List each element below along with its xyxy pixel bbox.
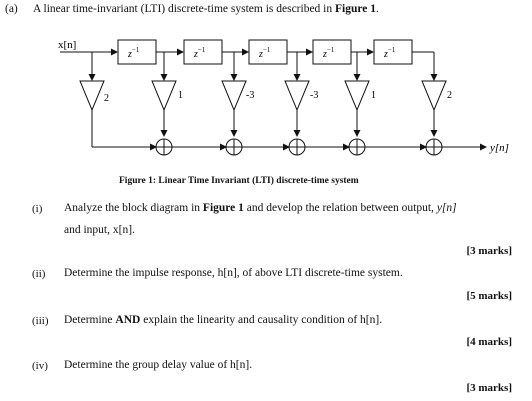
delay-label-3: z−1 xyxy=(258,46,271,60)
q2-num: (ii) xyxy=(32,268,46,280)
summer-2 xyxy=(225,138,243,156)
gain-triangle-5 xyxy=(344,80,370,112)
intro-text: A linear time-invariant (LTI) discrete-t… xyxy=(33,3,379,15)
q2-marks: [5 marks] xyxy=(466,290,512,302)
gain-triangle-1 xyxy=(79,80,105,112)
q3-text: Determine AND explain the linearity and … xyxy=(64,314,383,326)
figure-ref: Figure 1 xyxy=(335,3,376,15)
delay-label-2: z−1 xyxy=(193,46,206,60)
q4-marks: [3 marks] xyxy=(466,382,512,394)
coef-label-2: 1 xyxy=(178,90,183,101)
summer-4 xyxy=(348,138,366,156)
q1-text: Analyze the block diagram in Figure 1 an… xyxy=(64,202,457,214)
coef-label-4: -3 xyxy=(310,90,318,101)
summer-3 xyxy=(288,138,306,156)
coef-label-3: -3 xyxy=(246,90,254,101)
q3-marks: [4 marks] xyxy=(466,336,512,348)
output-label: y[n] xyxy=(489,142,509,154)
block-diagram: x[n] y[n] z−1 z−1 z−1 z−1 z−1 2 1 -3 -3 … xyxy=(58,39,509,156)
gain-triangle-3 xyxy=(221,80,247,112)
delay-label-4: z−1 xyxy=(322,46,335,60)
coef-label-6: 2 xyxy=(447,90,452,101)
coef-label-5: 1 xyxy=(371,90,376,101)
q4-text: Determine the group delay value of h[n]. xyxy=(64,359,253,371)
figure-caption: Figure 1: Linear Time Invariant (LTI) di… xyxy=(119,176,359,186)
q1-text-line2: and input, x[n]. xyxy=(64,224,135,236)
summer-5 xyxy=(425,138,443,156)
gain-triangle-6 xyxy=(421,80,447,112)
q2-text: Determine the impulse response, h[n], of… xyxy=(64,267,403,279)
q1-num: (i) xyxy=(32,203,43,215)
gain-triangle-2 xyxy=(151,80,177,112)
q4-num: (iv) xyxy=(32,360,48,372)
input-label: x[n] xyxy=(58,39,76,51)
q3-num: (iii) xyxy=(32,315,49,327)
coef-label-1: 2 xyxy=(104,93,109,104)
gain-triangle-4 xyxy=(284,80,310,112)
delay-label-5: z−1 xyxy=(383,46,396,60)
q1-marks: [3 marks] xyxy=(466,245,512,257)
part-label: (a) xyxy=(5,3,18,15)
summer-1 xyxy=(155,138,173,156)
delay-label-1: z−1 xyxy=(127,46,140,60)
